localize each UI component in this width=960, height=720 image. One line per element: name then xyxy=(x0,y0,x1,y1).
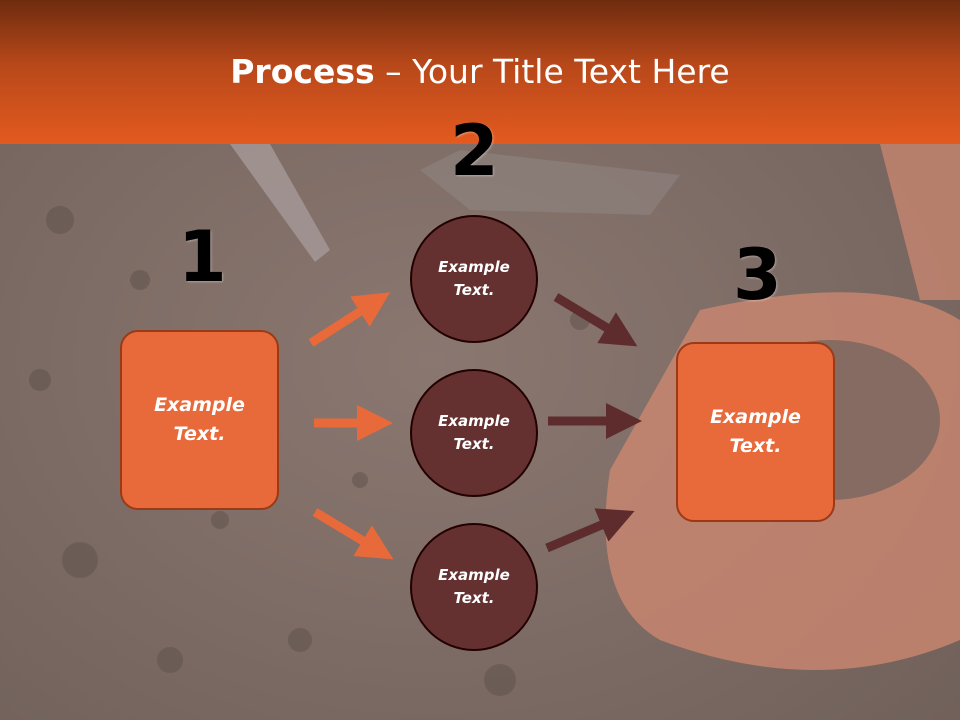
circle-bottom-text: Example Text. xyxy=(438,566,510,607)
circle-top-text: Example Text. xyxy=(438,258,510,299)
left-box-text: Example Text. xyxy=(154,394,245,445)
arrow-bottom-to-right xyxy=(545,508,635,553)
arrow-left-to-top xyxy=(308,292,391,347)
circle-top: Example Text. xyxy=(410,215,538,343)
header-bar xyxy=(0,0,960,144)
step-number-1: 1 xyxy=(178,216,227,298)
right-box: Example Text. xyxy=(676,342,835,522)
circle-bottom: Example Text. xyxy=(410,523,538,651)
step-number-2: 2 xyxy=(450,110,499,192)
arrow-left-to-bottom xyxy=(312,508,394,560)
title-bold: Process xyxy=(230,52,375,91)
slide-title: Process – Your Title Text Here xyxy=(0,52,960,91)
right-box-text: Example Text. xyxy=(710,406,801,457)
step-number-3: 3 xyxy=(733,234,782,316)
arrow-top-to-right xyxy=(553,293,638,347)
title-rest: – Your Title Text Here xyxy=(374,52,730,91)
circle-middle: Example Text. xyxy=(410,369,538,497)
circle-middle-text: Example Text. xyxy=(438,412,510,453)
left-box: Example Text. xyxy=(120,330,279,510)
